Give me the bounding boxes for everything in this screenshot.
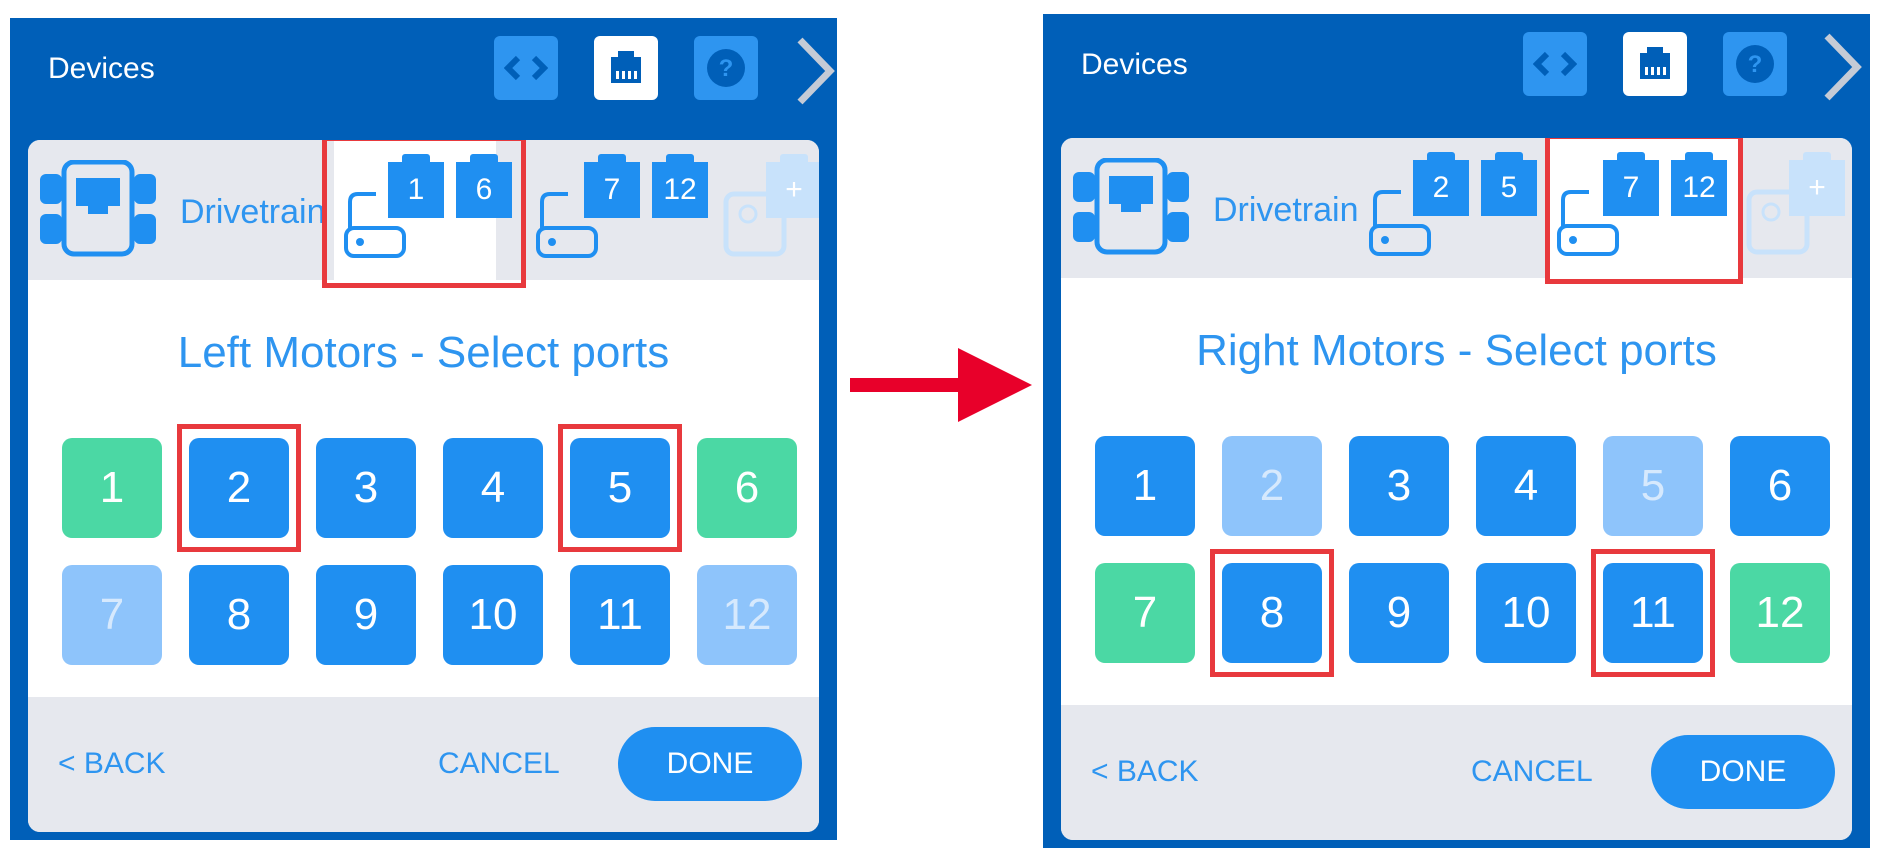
code-icon [1533, 51, 1577, 77]
motor-port-badge: 7 [1603, 152, 1659, 216]
highlight-box [177, 424, 301, 552]
svg-text:?: ? [719, 55, 734, 82]
code-icon [504, 55, 548, 81]
ports-icon [1640, 47, 1670, 79]
port-grid: 1 2 3 4 5 6 7 8 9 10 11 12 [62, 424, 798, 672]
back-button[interactable]: < BACK [1091, 755, 1199, 788]
back-button[interactable]: < BACK [58, 747, 166, 780]
drivetrain-icon [1073, 158, 1189, 255]
done-button[interactable]: DONE [618, 727, 802, 801]
drivetrain-icon [40, 160, 156, 257]
motor-port-badge: 12 [652, 154, 708, 218]
motor-port-badge: 12 [1671, 152, 1727, 216]
chevron-right-icon[interactable] [792, 34, 838, 108]
device-row: Drivetrain 2 5 7 12 + [1061, 138, 1852, 278]
cancel-button[interactable]: CANCEL [1471, 755, 1593, 788]
device-card: Drivetrain 2 5 7 12 + Right Motors - Sel… [1061, 138, 1852, 840]
motor-port-badge: 7 [584, 154, 640, 218]
select-ports-title: Left Motors - Select ports [177, 328, 670, 377]
footer: < BACK CANCEL DONE [1061, 705, 1852, 840]
port-7[interactable]: 7 [1095, 563, 1195, 663]
port-9[interactable]: 9 [1349, 563, 1449, 663]
port-11[interactable]: 11 [570, 565, 670, 665]
port-7: 7 [62, 565, 162, 665]
port-8[interactable]: 8 [189, 565, 289, 665]
highlight-box [1545, 138, 1743, 284]
help-icon: ? [1736, 45, 1774, 83]
port-1[interactable]: 1 [1095, 436, 1195, 536]
code-button[interactable] [494, 36, 558, 100]
code-button[interactable] [1523, 32, 1587, 96]
motor-port-badge: 5 [1481, 152, 1537, 216]
header: Devices ? [1043, 14, 1870, 118]
port-3[interactable]: 3 [1349, 436, 1449, 536]
gyro-icon [1746, 189, 1810, 255]
port-5[interactable]: 5 [570, 438, 670, 538]
port-12[interactable]: 12 [1730, 563, 1830, 663]
drivetrain-label: Drivetrain [1213, 191, 1359, 229]
devices-panel-right: Devices ? Drivetrain 2 5 7 12 [1043, 14, 1870, 848]
gyro-icon [723, 191, 787, 257]
port-5: 5 [1603, 436, 1703, 536]
highlight-box [1210, 549, 1334, 677]
port-2: 2 [1222, 436, 1322, 536]
arrow-right-icon [850, 348, 1032, 422]
highlight-box [322, 140, 526, 288]
motor-icon [1369, 190, 1431, 256]
cancel-button[interactable]: CANCEL [438, 747, 560, 780]
header: Devices ? [10, 18, 837, 122]
drivetrain-label: Drivetrain [180, 193, 326, 231]
port-2[interactable]: 2 [189, 438, 289, 538]
device-card: Drivetrain 1 6 7 12 + Left Motors - Sele… [28, 140, 819, 832]
help-button[interactable]: ? [694, 36, 758, 100]
ports-icon [611, 51, 641, 83]
port-6[interactable]: 6 [1730, 436, 1830, 536]
header-title: Devices [48, 52, 155, 85]
motor-port-badge: 6 [456, 154, 512, 218]
port-4[interactable]: 4 [443, 438, 543, 538]
port-9[interactable]: 9 [316, 565, 416, 665]
motor-port-badge: 2 [1413, 152, 1469, 216]
port-1[interactable]: 1 [62, 438, 162, 538]
port-3[interactable]: 3 [316, 438, 416, 538]
svg-text:?: ? [1748, 51, 1763, 78]
motor-icon [344, 192, 406, 258]
devices-panel-left: Devices ? Drivetrain 1 6 7 12 [10, 18, 837, 840]
help-icon: ? [707, 49, 745, 87]
motor-icon [536, 192, 598, 258]
highlight-box [1591, 549, 1715, 677]
chevron-right-icon[interactable] [1819, 30, 1865, 104]
footer: < BACK CANCEL DONE [28, 697, 819, 832]
ports-button[interactable] [1623, 32, 1687, 96]
add-device-button[interactable]: + [766, 154, 819, 218]
port-12: 12 [697, 565, 797, 665]
add-device-button[interactable]: + [1789, 152, 1845, 216]
device-row: Drivetrain 1 6 7 12 + [28, 140, 819, 280]
port-4[interactable]: 4 [1476, 436, 1576, 536]
help-button[interactable]: ? [1723, 32, 1787, 96]
port-11[interactable]: 11 [1603, 563, 1703, 663]
motor-icon [1557, 190, 1619, 256]
motor-port-badge: 1 [388, 154, 444, 218]
select-ports-title: Right Motors - Select ports [1196, 326, 1717, 375]
port-8[interactable]: 8 [1222, 563, 1322, 663]
header-title: Devices [1081, 48, 1188, 81]
ports-button[interactable] [594, 36, 658, 100]
port-10[interactable]: 10 [1476, 563, 1576, 663]
highlight-box [558, 424, 682, 552]
port-6[interactable]: 6 [697, 438, 797, 538]
port-10[interactable]: 10 [443, 565, 543, 665]
port-grid: 1 2 3 4 5 6 7 8 9 10 11 12 [1095, 436, 1831, 677]
done-button[interactable]: DONE [1651, 735, 1835, 809]
